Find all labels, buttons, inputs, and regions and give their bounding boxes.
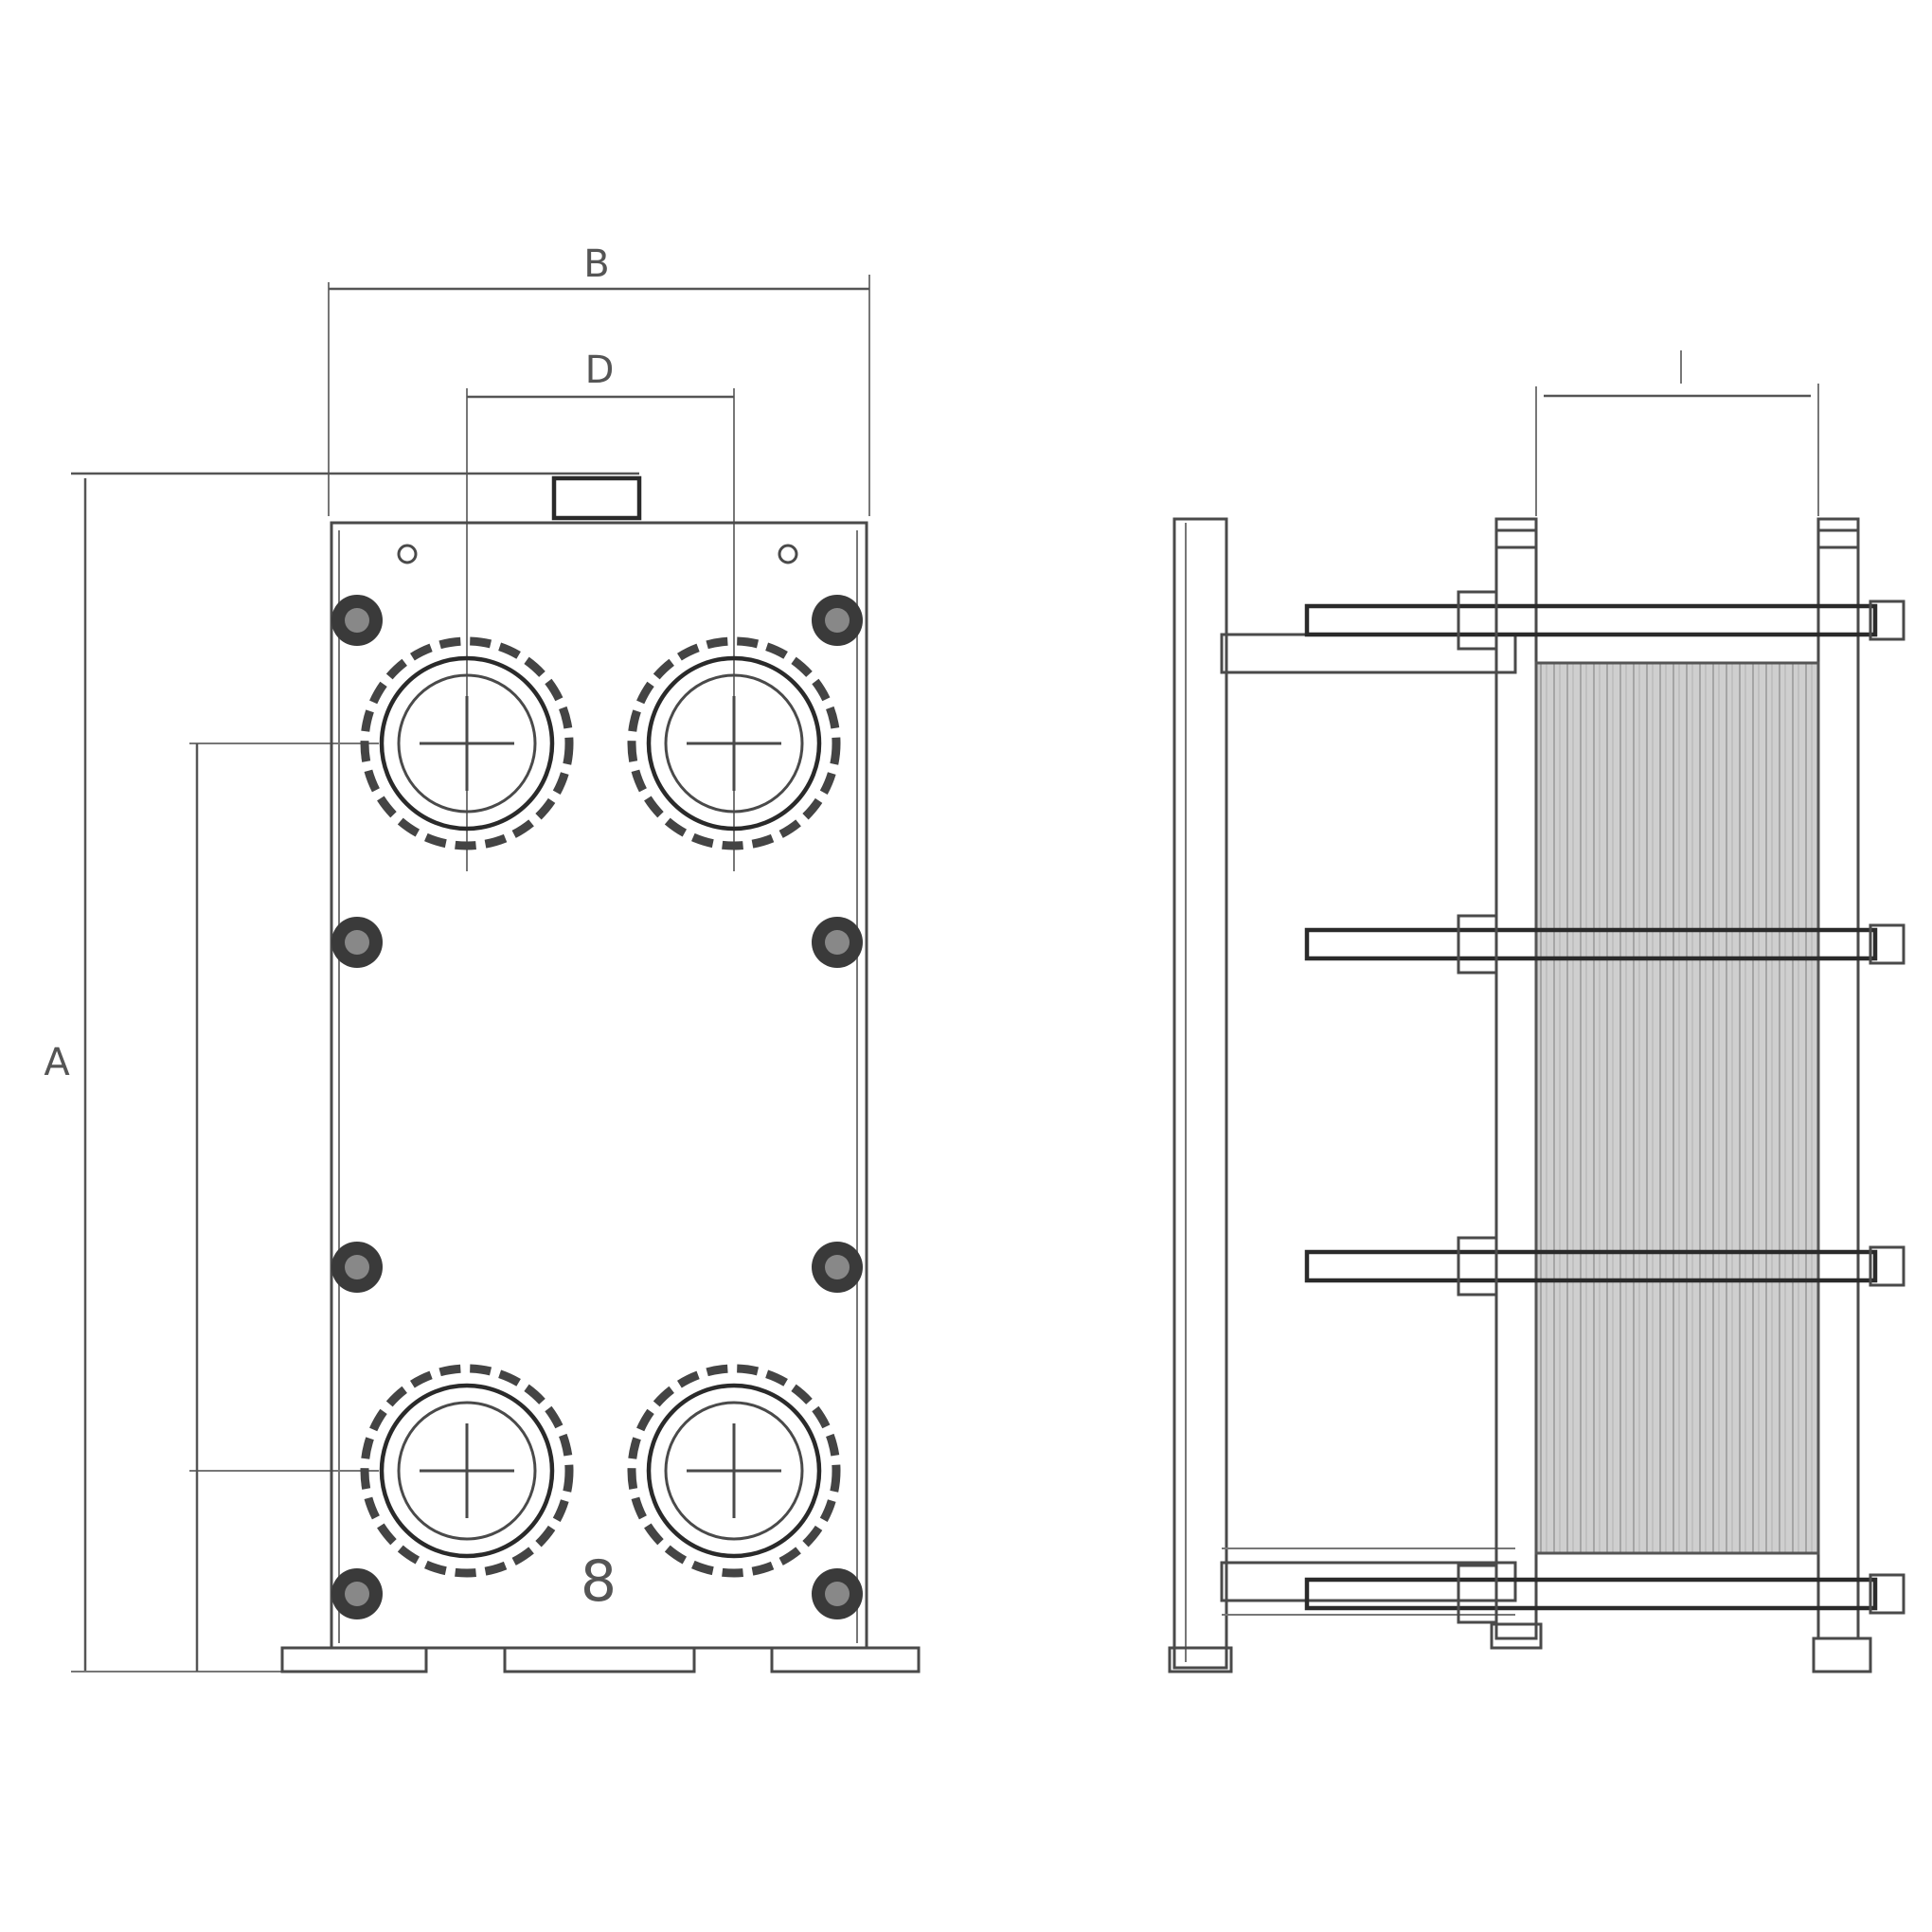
dimension-port-centers	[189, 742, 379, 1672]
bolt-icon	[331, 1242, 383, 1293]
tie-rod	[1304, 590, 1905, 651]
guide-bars	[1220, 633, 1517, 1616]
bolt-icon	[331, 1568, 383, 1619]
pressure-plate-left	[1494, 528, 1538, 1640]
bolt-icon	[812, 595, 863, 646]
front-feet	[280, 1646, 921, 1673]
bolts	[331, 595, 863, 1619]
tie-rod	[1304, 914, 1905, 975]
dimension-label-port-spacing: D	[585, 349, 615, 392]
dimension-inlet	[71, 472, 642, 521]
port-icon	[360, 636, 574, 850]
dimension-top-width: B	[328, 242, 870, 516]
dimension-height: A	[44, 478, 322, 1673]
port-icon	[360, 1364, 574, 1578]
bolt-icon	[812, 1568, 863, 1619]
bolt-icon	[812, 1242, 863, 1293]
fixed-frame-post	[1172, 517, 1228, 1670]
plate-pack	[1534, 661, 1820, 1555]
tie-rods	[1304, 590, 1905, 1624]
front-view: B D A	[44, 242, 921, 1673]
bolt-icon	[331, 917, 383, 968]
lifting-hole-left	[397, 544, 418, 564]
tie-rod	[1304, 1564, 1905, 1624]
dimension-label-height: A	[44, 1041, 70, 1084]
side-feet	[1168, 1622, 1872, 1673]
bolt-icon	[812, 917, 863, 968]
port-icon	[627, 636, 841, 850]
frame-plate	[330, 521, 868, 1650]
side-view	[1168, 350, 1905, 1673]
lifting-hole-right	[778, 544, 798, 564]
side-dimension-top	[1535, 350, 1819, 516]
port-icon	[627, 1364, 841, 1578]
plate-marker-label: 8	[581, 1548, 617, 1615]
end-frame-right	[1816, 528, 1860, 1640]
bolt-icon	[331, 595, 383, 646]
tie-rod	[1304, 1236, 1905, 1297]
dimension-port-spacing: D	[466, 349, 735, 871]
dimension-label-top-width: B	[583, 242, 609, 286]
